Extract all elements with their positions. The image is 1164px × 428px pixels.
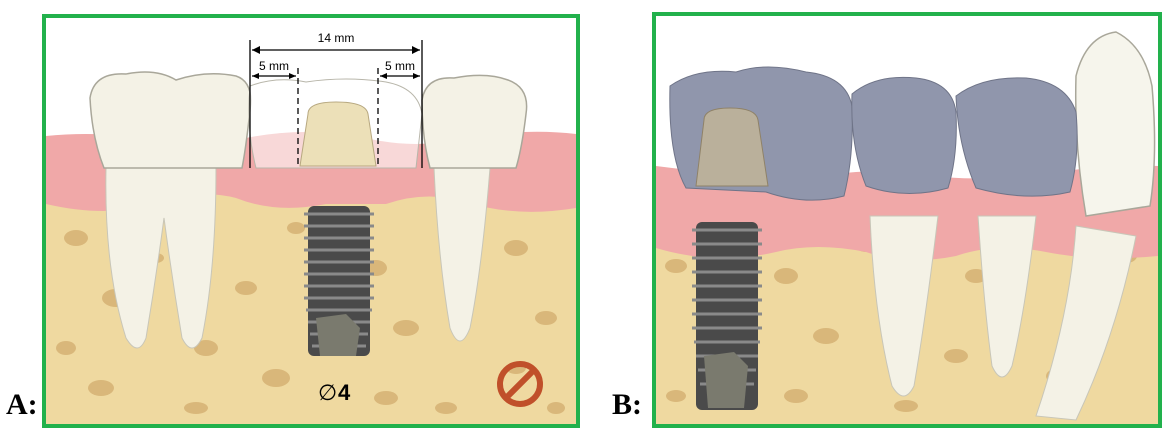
right-tooth-crown: [422, 75, 527, 168]
diameter-value: 4: [338, 380, 351, 405]
measure-right-label: 5 mm: [385, 59, 415, 73]
panel-a-label: A:: [6, 388, 38, 422]
canine-crown: [1076, 32, 1155, 216]
abutment: [300, 102, 376, 166]
panel-a: 14 mm 5 mm 5 mm ∅ 4: [42, 14, 580, 428]
premolar-crown-2: [956, 78, 1077, 196]
implant: [692, 222, 762, 410]
measure-total-label: 14 mm: [318, 31, 355, 45]
measure-left-label: 5 mm: [259, 59, 289, 73]
abutment: [696, 108, 768, 186]
premolar-crown-1: [852, 77, 957, 193]
panel-b: [652, 12, 1162, 428]
panel-b-illustration: [656, 16, 1158, 424]
implant: [304, 206, 374, 356]
left-tooth-crown: [90, 72, 251, 168]
panel-b-label: B:: [612, 388, 642, 422]
panel-a-illustration: 14 mm 5 mm 5 mm ∅ 4: [46, 18, 576, 424]
diameter-symbol: ∅: [318, 380, 337, 405]
